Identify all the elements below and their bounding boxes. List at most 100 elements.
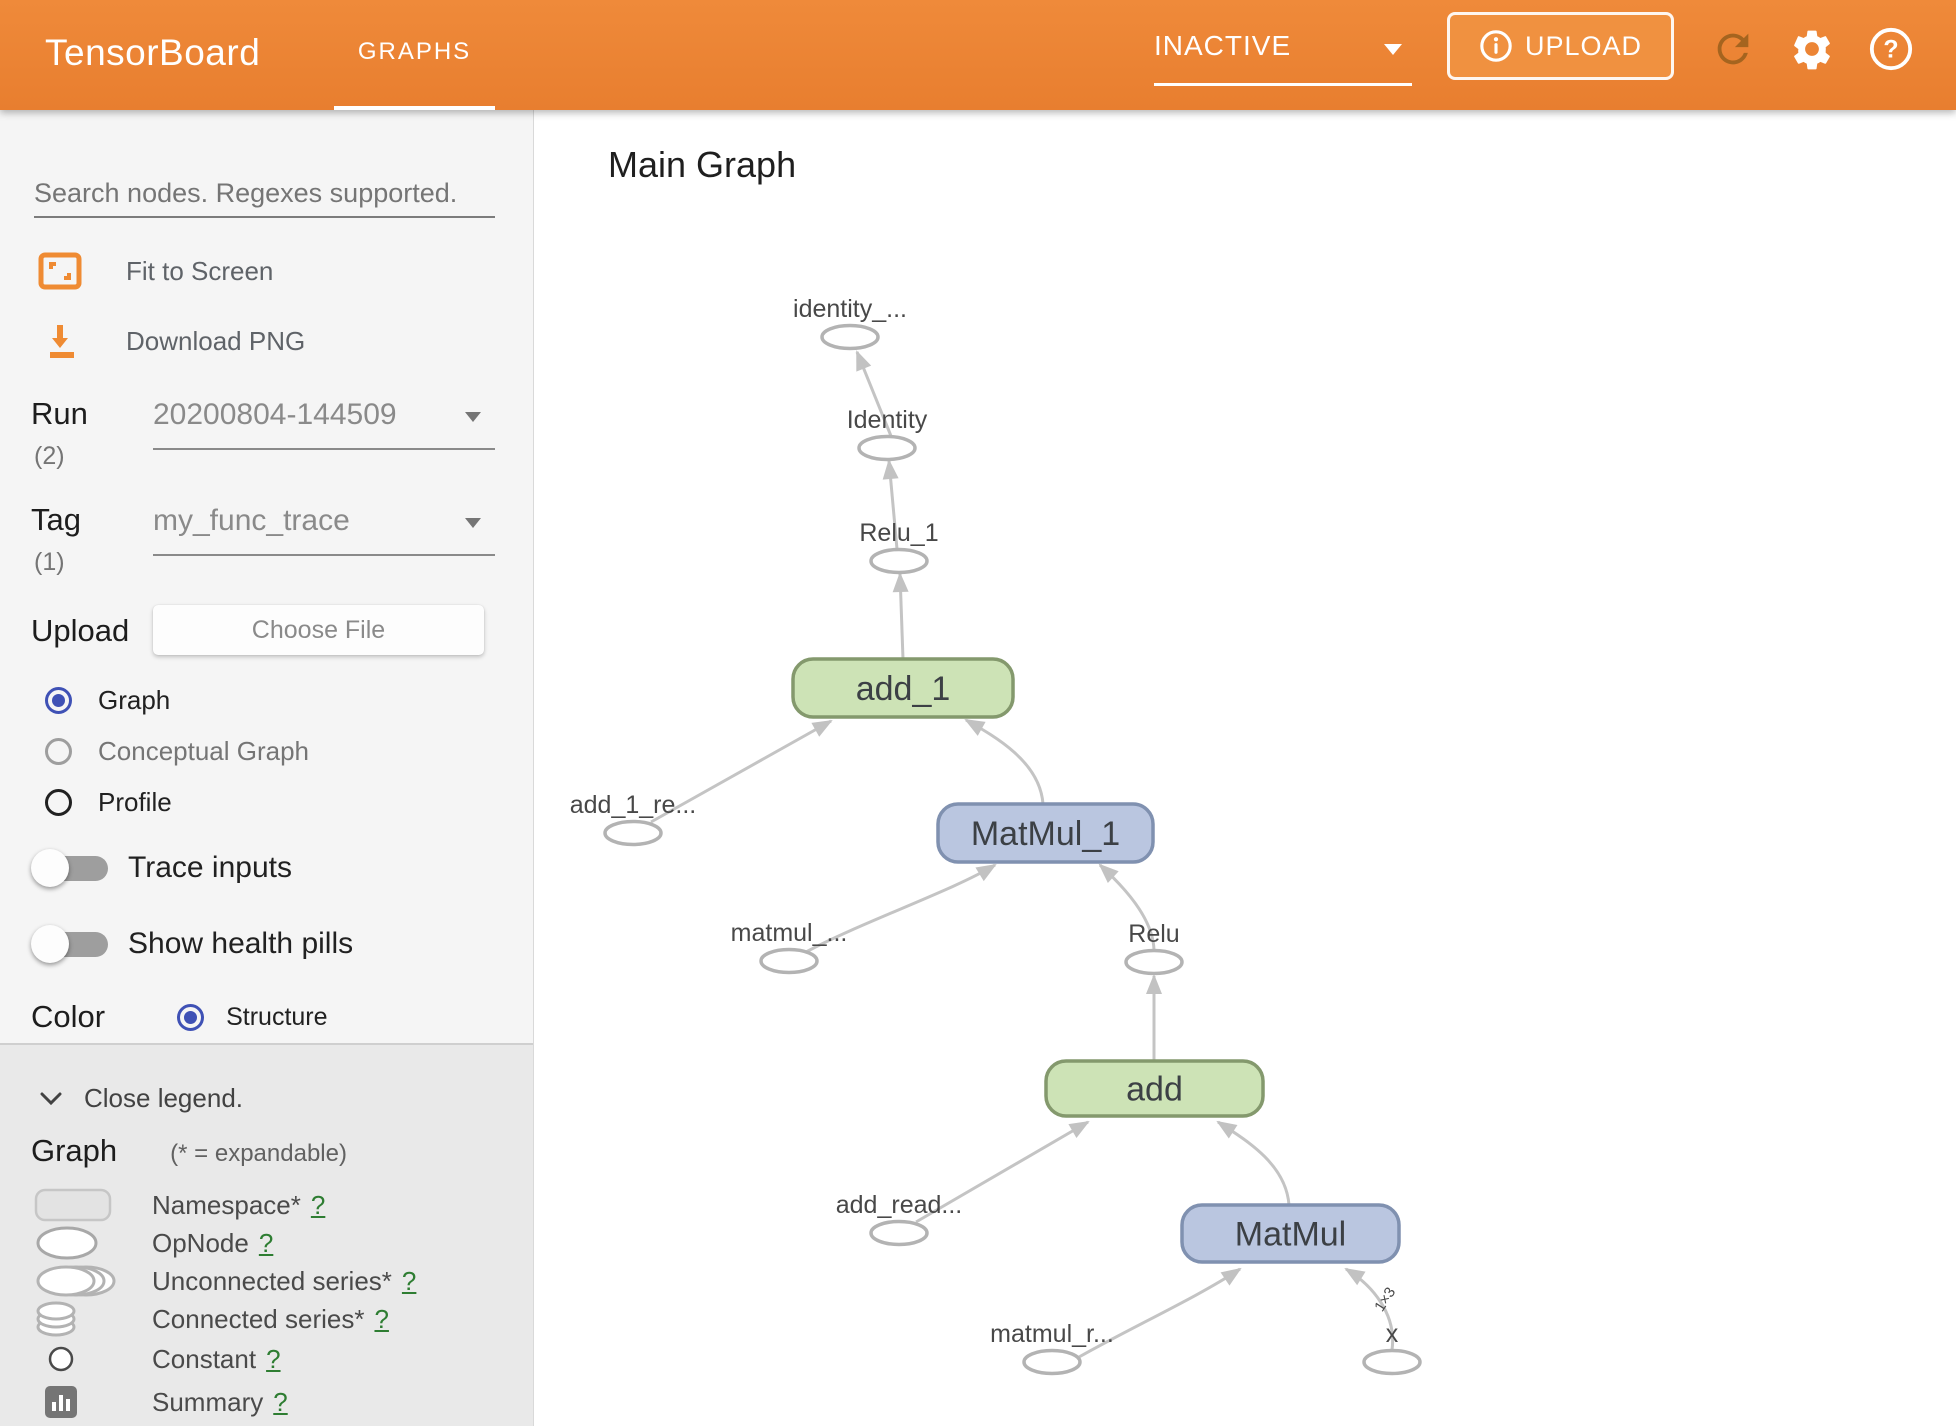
- graph-node-add_1_read[interactable]: add_1_re...: [570, 791, 697, 847]
- svg-text:MatMul_1: MatMul_1: [971, 815, 1120, 853]
- legend-item-constant: Constant ?: [34, 1340, 281, 1378]
- namespace-icon: [34, 1188, 112, 1222]
- color-by-label: Color: [31, 999, 106, 1034]
- active-tab-indicator: [334, 106, 495, 110]
- help-link[interactable]: ?: [401, 1265, 417, 1296]
- reload-status-dropdown[interactable]: INACTIVE: [1154, 26, 1412, 86]
- svg-text:?: ?: [1883, 36, 1898, 64]
- show-health-pills-label: Show health pills: [128, 927, 354, 960]
- help-icon[interactable]: ?: [1868, 26, 1914, 72]
- graph-edge: [1216, 1120, 1291, 1206]
- show-health-pills-toggle[interactable]: Show health pills: [31, 916, 353, 972]
- choose-file-button[interactable]: Choose File: [153, 605, 484, 655]
- radio-structure[interactable]: [177, 1003, 205, 1031]
- graph-node-add_1[interactable]: add_1: [791, 657, 1015, 719]
- help-link[interactable]: ?: [266, 1343, 281, 1374]
- app-logo: TensorBoard: [45, 32, 261, 73]
- legend-heading: Graph (* = expandable): [31, 1133, 347, 1169]
- svg-text:identity_...: identity_...: [793, 295, 907, 323]
- graph-node-matmul_r[interactable]: matmul_r...: [990, 1320, 1114, 1376]
- radio-unselected-icon: [45, 788, 72, 816]
- tag-select[interactable]: my_func_trace: [153, 504, 495, 556]
- upload-button[interactable]: UPLOAD: [1447, 12, 1674, 80]
- graph-edge: [855, 350, 893, 437]
- run-count: (2): [34, 442, 65, 470]
- radio-conceptual-graph[interactable]: Conceptual Graph: [45, 730, 309, 772]
- graph-edge: [882, 459, 899, 550]
- graph-node-add_read[interactable]: add_read...: [836, 1191, 963, 1247]
- radio-unselected-icon: [45, 737, 72, 765]
- graph-edge: [964, 718, 1045, 805]
- info-icon: [1480, 30, 1512, 62]
- graph-node-Identity[interactable]: Identity: [847, 406, 928, 462]
- connected-series-icon: [36, 1301, 76, 1337]
- graph-node-Relu_1[interactable]: Relu_1: [859, 519, 939, 575]
- download-png-label: Download PNG: [126, 325, 306, 356]
- legend-heading-note: (* = expandable): [170, 1140, 347, 1167]
- radio-selected-icon: [45, 686, 72, 714]
- graph-edge: [1098, 863, 1156, 951]
- chevron-down-icon: [40, 1092, 62, 1105]
- graph-node-add[interactable]: add: [1044, 1059, 1265, 1118]
- graph-node-matmul_read[interactable]: matmul_...: [731, 919, 848, 975]
- trace-inputs-toggle[interactable]: Trace inputs: [31, 840, 292, 896]
- unconnected-series-icon: [36, 1265, 116, 1297]
- search-input[interactable]: [34, 170, 495, 218]
- tag-label: Tag: [31, 502, 81, 537]
- legend-item-connected-series: Connected series* ?: [34, 1300, 389, 1338]
- close-legend-button[interactable]: Close legend.: [40, 1083, 243, 1114]
- svg-text:add_1_re...: add_1_re...: [570, 791, 697, 819]
- radio-profile[interactable]: Profile: [45, 781, 309, 823]
- run-select[interactable]: 20200804-144509: [153, 398, 495, 450]
- fit-to-screen-button[interactable]: Fit to Screen: [38, 250, 273, 292]
- sidebar: Fit to Screen Download PNG Run (2) 20200…: [0, 110, 534, 1426]
- legend-panel: Close legend. Graph (* = expandable) Nam…: [0, 1043, 533, 1426]
- trace-inputs-label: Trace inputs: [128, 851, 292, 884]
- upload-label: Upload: [31, 613, 130, 648]
- radio-profile-label: Profile: [98, 786, 172, 817]
- graph-node-MatMul[interactable]: MatMul: [1180, 1203, 1401, 1264]
- fit-to-screen-icon: [38, 252, 82, 290]
- color-by-row: Color Structure: [31, 995, 328, 1039]
- main-graph-title: Main Graph: [608, 144, 797, 185]
- tag-select-value: my_func_trace: [153, 504, 350, 537]
- svg-text:Relu: Relu: [1128, 920, 1179, 948]
- opnode-icon: [36, 1226, 98, 1260]
- legend-heading-title: Graph: [31, 1133, 118, 1168]
- help-link[interactable]: ?: [310, 1189, 326, 1220]
- help-link[interactable]: ?: [374, 1303, 389, 1334]
- graph-node-x[interactable]: x: [1362, 1320, 1422, 1376]
- graph-edge: [915, 1120, 1090, 1224]
- fit-to-screen-label: Fit to Screen: [126, 255, 274, 286]
- reload-status-label: INACTIVE: [1154, 30, 1292, 61]
- view-radio-group: Graph Conceptual Graph Profile: [45, 679, 309, 832]
- graph-edge: [805, 863, 997, 954]
- color-structure-label: Structure: [226, 1002, 328, 1031]
- radio-graph-label: Graph: [98, 684, 171, 715]
- graph-node-identity_out[interactable]: identity_...: [793, 295, 907, 351]
- header-toolbar: TensorBoard GRAPHS INACTIVE UPLOAD ?: [0, 0, 1956, 110]
- download-icon: [50, 325, 74, 358]
- refresh-icon[interactable]: [1710, 26, 1756, 72]
- radio-conceptual-graph-label: Conceptual Graph: [98, 735, 310, 766]
- tab-graphs[interactable]: GRAPHS: [334, 0, 495, 110]
- help-link[interactable]: ?: [273, 1386, 288, 1417]
- graph-node-MatMul_1[interactable]: MatMul_1: [936, 802, 1155, 864]
- download-png-button[interactable]: Download PNG: [38, 320, 305, 362]
- toggle-off-icon: [31, 848, 112, 888]
- run-label: Run: [31, 396, 88, 431]
- chevron-down-icon: [1384, 44, 1402, 55]
- legend-item-opnode: OpNode ?: [34, 1224, 273, 1262]
- edge-shape-label: 1×3: [1371, 1284, 1399, 1315]
- graph-edge: [892, 572, 909, 660]
- svg-text:Relu_1: Relu_1: [859, 519, 938, 547]
- help-link[interactable]: ?: [258, 1227, 274, 1258]
- graph-node-Relu[interactable]: Relu: [1124, 920, 1184, 976]
- chevron-down-icon: [465, 412, 481, 422]
- radio-graph[interactable]: Graph: [45, 679, 309, 721]
- settings-gear-icon[interactable]: [1789, 26, 1835, 72]
- graph-edge: [1078, 1267, 1242, 1359]
